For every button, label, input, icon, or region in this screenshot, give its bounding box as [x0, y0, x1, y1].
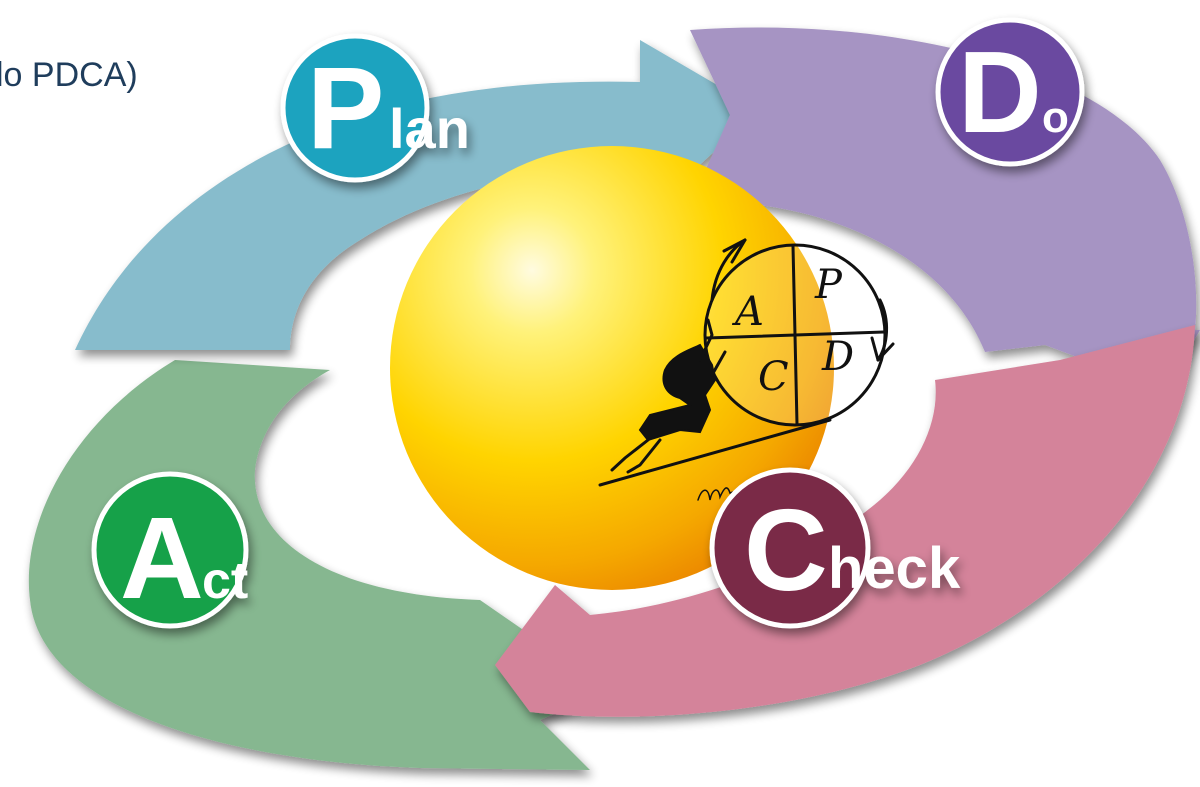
act-arrow — [28, 360, 610, 770]
sketch-slope — [598, 418, 832, 487]
check-rest: heck — [828, 536, 961, 601]
sketch-figure-legs — [610, 438, 662, 474]
sketch-wheel-vertical — [791, 244, 799, 426]
check-label: C heck — [709, 467, 961, 629]
plan-arrow — [75, 40, 760, 350]
act-badge-circle — [91, 471, 249, 629]
sketch-letter-p: P — [814, 262, 843, 308]
act-label: A ct — [91, 471, 249, 629]
do-initial: D — [958, 27, 1042, 157]
sketch-letter-d: D — [821, 334, 854, 380]
do-badge-circle — [935, 17, 1085, 167]
sketch-illustration — [598, 238, 895, 501]
plan-rest: lan — [389, 97, 470, 160]
sketch-figure — [638, 343, 717, 442]
plan-initial: P — [307, 43, 384, 173]
do-rest: o — [1042, 93, 1069, 142]
plan-label: P lan — [280, 33, 470, 183]
central-sphere — [390, 146, 834, 590]
check-badge-circle — [709, 467, 871, 629]
sketch-figure-arms — [698, 318, 727, 377]
act-rest: ct — [202, 552, 248, 610]
act-initial: A — [120, 493, 204, 623]
sketch-signature — [697, 487, 746, 501]
check-arrow — [495, 325, 1195, 717]
diagram-title: lo PDCA) — [0, 56, 138, 94]
plan-badge-circle — [280, 33, 430, 183]
do-label: D o — [935, 17, 1085, 167]
sketch-letter-a: A — [731, 289, 764, 335]
sketch-letter-c: C — [758, 354, 789, 400]
sketch-arrow-left-head — [722, 238, 747, 264]
check-initial: C — [744, 485, 828, 615]
sketch-arrow-right-head — [870, 336, 895, 362]
